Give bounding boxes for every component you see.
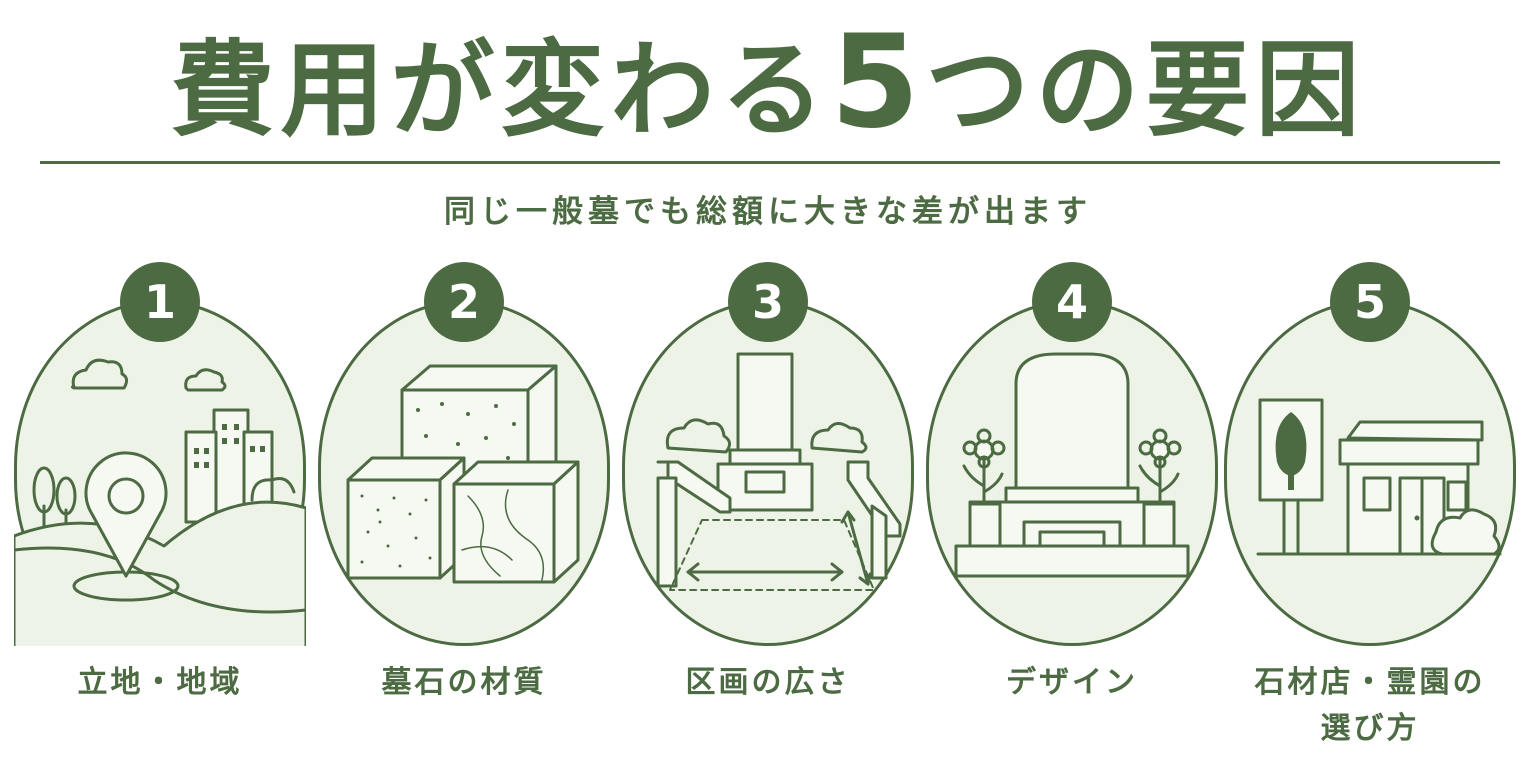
- factor-label: 石材店・霊園の選び方: [1204, 660, 1536, 752]
- stone-blocks-icon: [346, 364, 580, 584]
- stone-shop-icon: [1256, 398, 1502, 556]
- factor-number-badge: 2: [424, 262, 504, 342]
- factor-label: デザイン: [1006, 665, 1138, 700]
- factor-label: 墓石の材質: [381, 665, 547, 700]
- title-before: 費用が変わる: [170, 29, 831, 151]
- factor-card-2: 2 墓石の材質: [318, 262, 618, 762]
- factor-label-line-1: 石材店・霊園の: [1254, 665, 1486, 700]
- grave-plot-size-icon: [656, 352, 902, 591]
- factor-card-4: 4 デザイン: [926, 262, 1226, 762]
- page-title: 費用が変わる5つの要因: [0, 18, 1536, 155]
- title-number: 5: [830, 8, 926, 157]
- page-subtitle: 同じ一般墓でも総額に大きな差が出ます: [444, 194, 1092, 230]
- factor-number-badge: 5: [1330, 262, 1410, 342]
- factor-number-badge: 4: [1032, 262, 1112, 342]
- factor-card-3: 3 区画の広さ: [622, 262, 922, 762]
- factor-label: 立地・地域: [77, 665, 243, 700]
- title-after: つの要因: [925, 29, 1366, 151]
- factor-label-line-2: 選び方: [1320, 711, 1420, 746]
- title-divider: [40, 161, 1500, 164]
- factor-card-1: 1 立地・地域: [14, 262, 314, 762]
- western-gravestone-flowers-icon: [954, 352, 1190, 578]
- location-pin-city-icon: [14, 358, 306, 646]
- factor-label: 区画の広さ: [685, 665, 851, 700]
- factor-number-badge: 1: [120, 262, 200, 342]
- factor-card-5: 5 石材店・霊園の選び方: [1224, 262, 1524, 762]
- factor-number-badge: 3: [728, 262, 808, 342]
